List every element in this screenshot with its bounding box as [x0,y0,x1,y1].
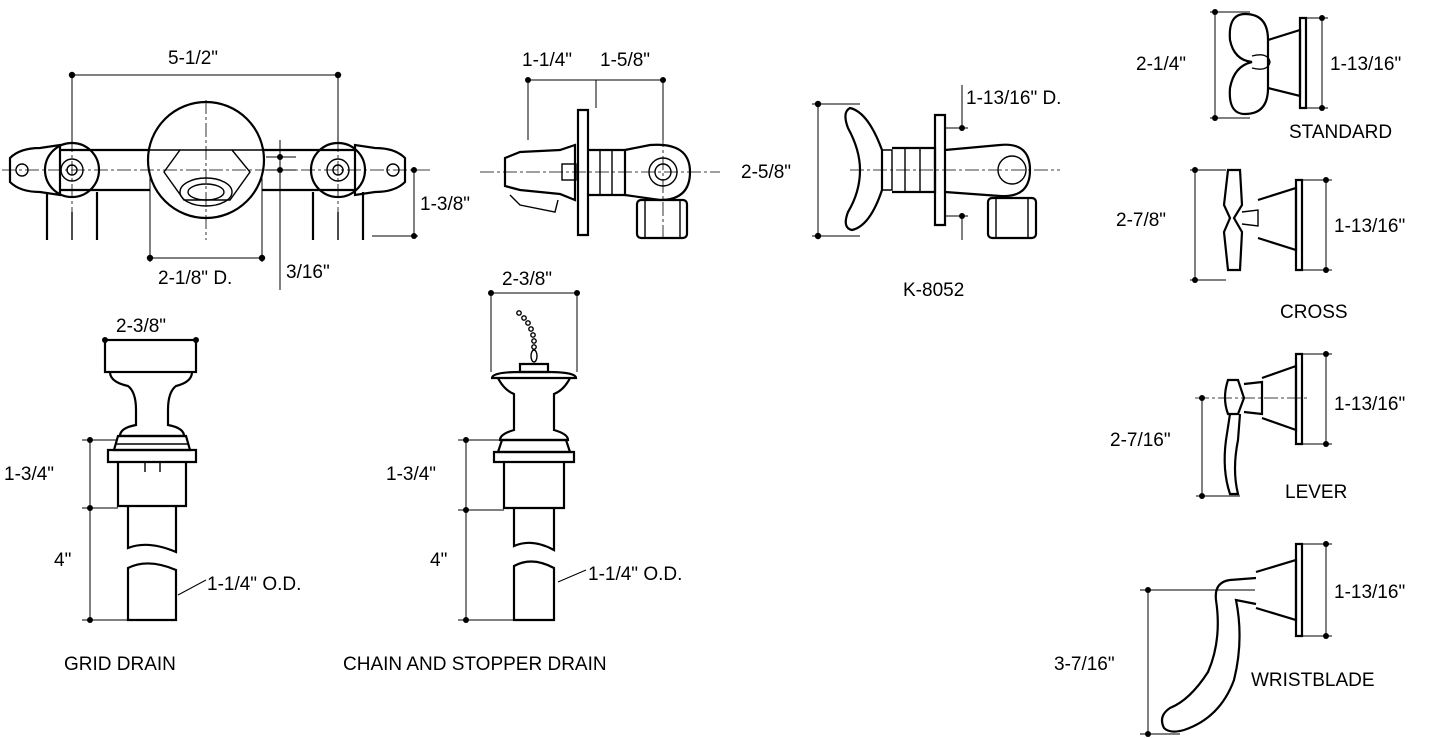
valve-side-view: 1-1/4" 1-5/8" [480,50,720,240]
side-dim-b-label: 1-5/8" [600,50,650,71]
cross-flange-dim-label: 1-13/16" [1334,216,1405,237]
cross-handle-view: 2-7/8" 1-13/16" CROSS [1116,167,1405,323]
grid-lower-height-label: 4" [54,550,71,571]
valve-body-front-view: 5-1/2" 2-1/8" D. 3/16" 1-3/8" [2,48,470,290]
k8052-caption: K-8052 [903,280,964,301]
grid-upper-height-label: 1-3/4" [4,464,54,485]
cross-caption: CROSS [1280,302,1348,323]
cross-handle-dim-label: 2-7/8" [1116,210,1166,231]
wristblade-handle-view: 3-7/16" 1-13/16" WRISTBLADE [1054,541,1405,737]
chain-stopper-drain-caption: CHAIN AND STOPPER DRAIN [343,654,607,675]
chain-icon [516,310,538,363]
lever-handle-view: 2-7/16" 1-13/16" LEVER [1110,351,1405,503]
grid-drain-view: 2-3/8" 1-3/4" 4" 1-1/4" O.D. GRID DRAIN [4,316,301,675]
k8052-handle-height-label: 2-5/8" [741,162,791,183]
valve-width-label: 5-1/2" [168,48,218,69]
chain-lower-height-label: 4" [430,550,447,571]
grid-top-width-label: 2-3/8" [116,316,166,337]
standard-caption: STANDARD [1289,122,1392,143]
wristblade-caption: WRISTBLADE [1251,670,1375,691]
chain-tube-label: 1-1/4" O.D. [588,564,682,585]
standard-handle-view: 2-1/4" 1-13/16" STANDARD [1136,9,1401,143]
standard-flange-dim-label: 1-13/16" [1330,54,1401,75]
chain-top-width-label: 2-3/8" [502,269,552,290]
wristblade-handle-dim-label: 3-7/16" [1054,654,1115,675]
k8052-flange-diameter-label: 1-13/16" D. [966,88,1061,109]
side-dim-a-label: 1-1/4" [522,50,572,71]
wristblade-flange-dim-label: 1-13/16" [1334,582,1405,603]
grid-drain-caption: GRID DRAIN [64,654,176,675]
center-diameter-label: 2-1/8" D. [158,268,232,289]
lever-handle-dim-label: 2-7/16" [1110,430,1171,451]
standard-handle-dim-label: 2-1/4" [1136,54,1186,75]
chain-upper-height-label: 1-3/4" [386,464,436,485]
lever-caption: LEVER [1285,482,1347,503]
grid-tube-label: 1-1/4" O.D. [207,574,301,595]
k8052-view: 2-5/8" 1-13/16" D. K-8052 [741,85,1061,301]
height-label: 1-3/8" [420,194,470,215]
lever-flange-dim-label: 1-13/16" [1334,394,1405,415]
chain-stopper-drain-view: 2-3/8" 1-3/4" 4" 1-1/4" O.D. CHAI [343,269,682,675]
offset-label: 3/16" [286,262,330,283]
